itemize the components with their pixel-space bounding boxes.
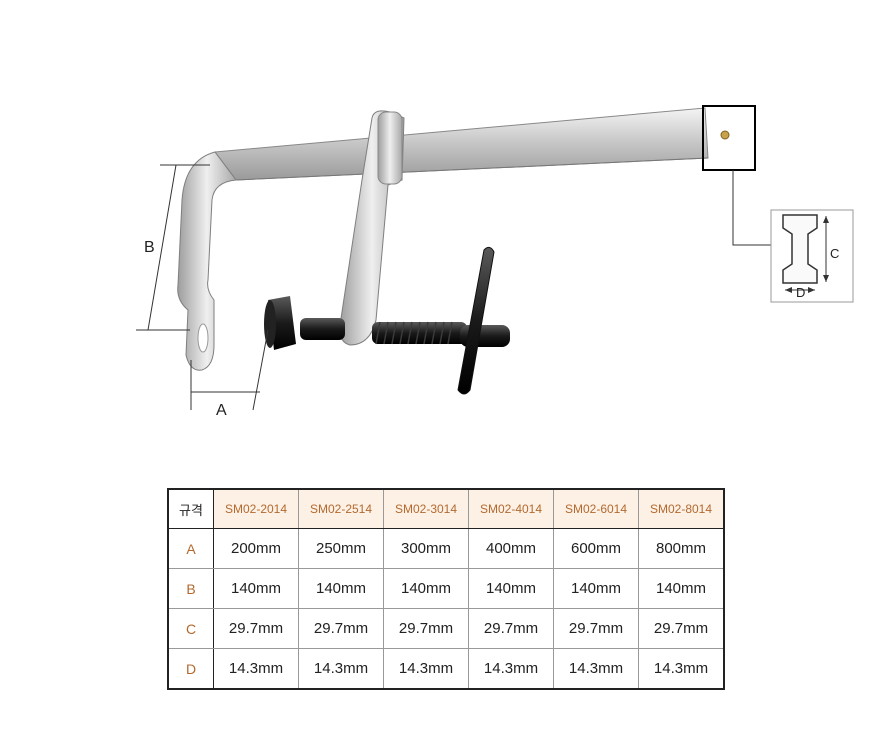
- model-header: SM02-3014: [383, 488, 469, 529]
- dimension-b: B: [136, 164, 210, 331]
- callout: C D: [702, 105, 854, 303]
- table-cell: 400mm: [468, 528, 554, 569]
- dimension-d-label: D: [796, 285, 805, 300]
- clamp-screw: [264, 246, 510, 395]
- table-header-row: 규격 SM02-2014 SM02-2514 SM02-3014 SM02-40…: [167, 488, 725, 529]
- row-label: B: [167, 568, 214, 609]
- table-cell: 140mm: [638, 568, 725, 609]
- model-header: SM02-2514: [298, 488, 384, 529]
- table-cell: 140mm: [553, 568, 639, 609]
- table-cell: 14.3mm: [298, 648, 384, 690]
- table-cell: 14.3mm: [553, 648, 639, 690]
- table-row: D 14.3mm 14.3mm 14.3mm 14.3mm 14.3mm 14.…: [167, 648, 725, 690]
- model-header: SM02-4014: [468, 488, 554, 529]
- clamp-rail: [214, 107, 730, 181]
- dimension-b-label: B: [144, 239, 155, 256]
- fixed-jaw: [177, 151, 237, 371]
- model-header: SM02-6014: [553, 488, 639, 529]
- table-cell: 250mm: [298, 528, 384, 569]
- table-cell: 29.7mm: [638, 608, 725, 649]
- table-cell: 29.7mm: [298, 608, 384, 649]
- dimension-a-label: A: [216, 402, 227, 419]
- table-cell: 600mm: [553, 528, 639, 569]
- table-cell: 29.7mm: [213, 608, 299, 649]
- clamp-figure: B A C D: [136, 105, 854, 419]
- corner-label: 규격: [167, 488, 214, 529]
- table-cell: 800mm: [638, 528, 725, 569]
- row-label: A: [167, 528, 214, 569]
- dimension-a: A: [190, 329, 269, 419]
- spec-table: 규격 SM02-2014 SM02-2514 SM02-3014 SM02-40…: [167, 488, 725, 690]
- table-cell: 14.3mm: [468, 648, 554, 690]
- table-cell: 29.7mm: [468, 608, 554, 649]
- row-label: D: [167, 648, 214, 690]
- sliding-jaw: [339, 110, 405, 346]
- table-cell: 29.7mm: [383, 608, 469, 649]
- table-cell: 14.3mm: [213, 648, 299, 690]
- table-cell: 14.3mm: [383, 648, 469, 690]
- table-cell: 300mm: [383, 528, 469, 569]
- model-header: SM02-2014: [213, 488, 299, 529]
- table-cell: 29.7mm: [553, 608, 639, 649]
- table-cell: 140mm: [383, 568, 469, 609]
- row-label: C: [167, 608, 214, 649]
- table-cell: 140mm: [213, 568, 299, 609]
- model-header: SM02-8014: [638, 488, 725, 529]
- table-cell: 140mm: [468, 568, 554, 609]
- table-cell: 140mm: [298, 568, 384, 609]
- table-cell: 200mm: [213, 528, 299, 569]
- table-row: A 200mm 250mm 300mm 400mm 600mm 800mm: [167, 528, 725, 569]
- table-row: C 29.7mm 29.7mm 29.7mm 29.7mm 29.7mm 29.…: [167, 608, 725, 649]
- table-row: B 140mm 140mm 140mm 140mm 140mm 140mm: [167, 568, 725, 609]
- table-cell: 14.3mm: [638, 648, 725, 690]
- dimension-c-label: C: [830, 246, 839, 261]
